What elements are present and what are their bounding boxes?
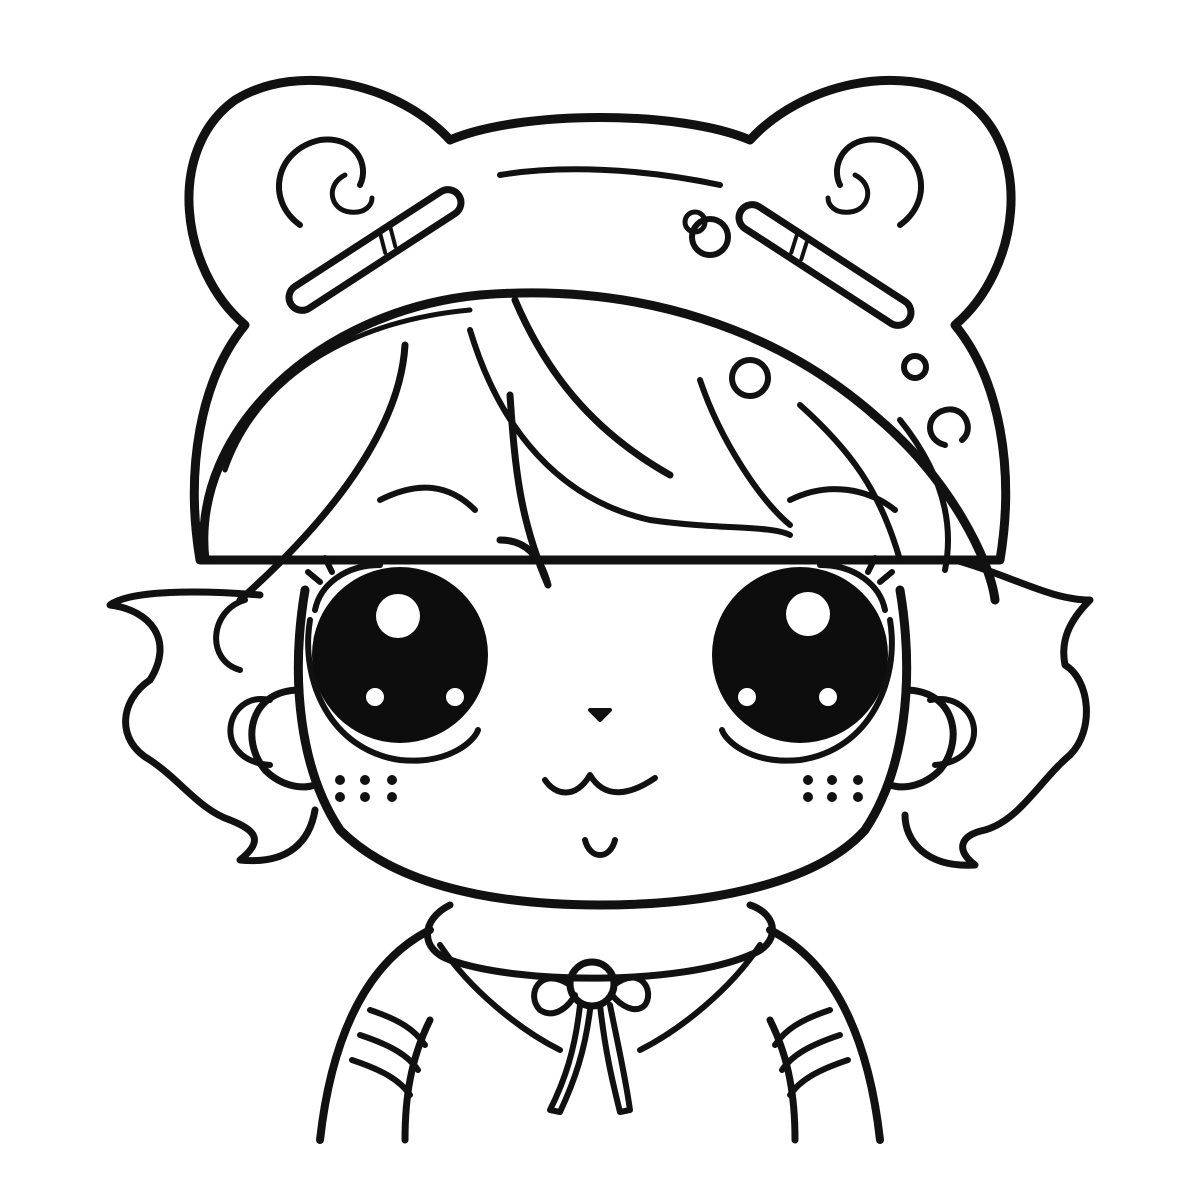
right-sleeve-stripe-1 (772, 1007, 833, 1048)
bow-right-loop (609, 974, 652, 1013)
right-eye-highlight-small-2 (819, 688, 837, 706)
left-ear-inner-curl (329, 172, 375, 215)
left-hair-clip (285, 186, 465, 314)
face-outline (293, 585, 912, 910)
left-hair-curl-2 (227, 696, 273, 768)
left-ear-swirl (275, 136, 367, 228)
left-eye-highlight-small-2 (446, 688, 464, 706)
hood-inner-seam (222, 307, 473, 473)
hood-seam (497, 166, 723, 188)
left-eye (305, 555, 488, 764)
left-sleeve-stripe-3 (349, 1057, 413, 1098)
right-hair-outline (901, 556, 1094, 869)
left-eye-highlight-small-1 (366, 688, 384, 706)
left-sleeve-inner (401, 1016, 434, 1144)
right-sleeve-stripe-2 (779, 1032, 843, 1073)
right-sleeve-stripe-3 (787, 1057, 851, 1098)
right-eye-highlight-small-1 (738, 688, 756, 706)
right-ear-swirl (833, 136, 925, 228)
right-eye-rim (719, 617, 895, 764)
left-eye-lashes (305, 555, 383, 613)
left-hair-outline (106, 588, 319, 865)
right-hair-curl (927, 696, 977, 768)
right-freckles (803, 775, 863, 802)
left-ear (248, 686, 319, 791)
bow-ribbon-left (547, 1002, 593, 1115)
collar-inner (437, 942, 763, 1053)
hair (106, 296, 1094, 869)
bang-left-inner (377, 484, 478, 513)
outfit (316, 901, 884, 1144)
left-freckles (335, 775, 397, 802)
right-eye-lashes (817, 555, 895, 613)
bow-ribbon-right (597, 1002, 633, 1115)
right-ear-inner-curl (825, 172, 871, 215)
collar (424, 901, 776, 982)
left-sleeve-stripe-2 (357, 1032, 421, 1073)
bang-strand-2 (697, 377, 793, 528)
chin-smile (582, 837, 618, 858)
bang-center (511, 296, 674, 479)
left-hair-curl-1 (213, 597, 248, 673)
bow-knot (566, 958, 618, 1010)
left-eye-iris (312, 567, 488, 743)
right-hair-clip (735, 201, 915, 329)
hair-clips (285, 186, 915, 329)
bang-strand-1 (467, 327, 793, 538)
left-sleeve-stripe-1 (367, 1007, 428, 1048)
left-eye-highlight-large (376, 594, 420, 638)
left-eye-rim (305, 617, 481, 764)
left-shoulder (316, 926, 434, 1144)
right-ear (886, 686, 957, 791)
right-sleeve-inner (766, 1016, 799, 1144)
bang-right-inner (787, 486, 898, 513)
right-eye-highlight-large (786, 592, 830, 636)
mouth (542, 772, 658, 796)
face (248, 585, 957, 910)
right-shoulder (766, 926, 884, 1144)
bang-right-edge (897, 417, 951, 573)
hood-outline (184, 75, 1016, 565)
hood-bubbles (682, 209, 971, 448)
bang-left (236, 341, 409, 604)
right-eye-iris (712, 567, 888, 743)
right-eye (712, 555, 895, 764)
bang-center-point (496, 391, 552, 589)
bow-left-loop (531, 975, 578, 1017)
nose (588, 708, 612, 722)
hood-front-edge (199, 288, 1000, 605)
bang-strand-3 (797, 402, 903, 563)
